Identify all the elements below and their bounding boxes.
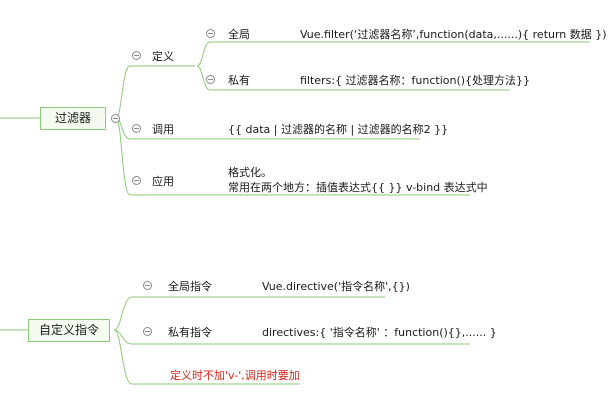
connector-directive-note: [113, 329, 300, 385]
node-apply: 应用: [152, 175, 174, 188]
node-directive-global: 全局指令: [168, 280, 212, 293]
collapse-icon[interactable]: [132, 124, 141, 133]
node-call: 调用: [152, 123, 174, 136]
node-call-value: {{ data | 过滤器的名称 | 过滤器的名称2 }}: [228, 123, 449, 136]
connector-directive-private: [113, 329, 470, 345]
collapse-icon[interactable]: [206, 29, 215, 38]
node-define: 定义: [152, 50, 174, 63]
node-private: 私有: [228, 74, 250, 87]
root-node-directive-label: 自定义指令: [38, 323, 99, 337]
node-apply-line2: 常用在两个地方：插值表达式{{ }} v-bind 表达式中: [228, 181, 488, 194]
connector-define: [115, 65, 195, 119]
collapse-icon[interactable]: [143, 281, 152, 290]
root-node-directive[interactable]: 自定义指令: [28, 319, 110, 342]
node-private-value: filters:{ 过滤器名称：function(){处理方法}}: [300, 74, 531, 87]
node-directive-note: 定义时不加'v-',调用时要加: [170, 369, 300, 382]
node-directive-private-value: directives:{ '指令名称' ：function(){},......…: [262, 326, 497, 339]
node-global: 全局: [228, 28, 250, 41]
connector-global: [196, 41, 590, 67]
root-node-filter[interactable]: 过滤器: [40, 107, 106, 130]
collapse-icon[interactable]: [206, 75, 215, 84]
node-apply-line1: 格式化。: [228, 166, 272, 179]
connector-directive-global: [113, 296, 385, 331]
root-node-filter-label: 过滤器: [54, 111, 91, 125]
collapse-icon[interactable]: [111, 114, 120, 123]
node-directive-global-value: Vue.directive('指令名称',{}): [262, 280, 410, 293]
connector-private: [196, 65, 510, 91]
collapse-icon[interactable]: [132, 51, 141, 60]
collapse-icon[interactable]: [143, 327, 152, 336]
node-global-value: Vue.filter(‘过滤器名称’,function(data,......)…: [300, 28, 607, 41]
node-directive-private: 私有指令: [168, 326, 212, 339]
collapse-icon[interactable]: [132, 176, 141, 185]
